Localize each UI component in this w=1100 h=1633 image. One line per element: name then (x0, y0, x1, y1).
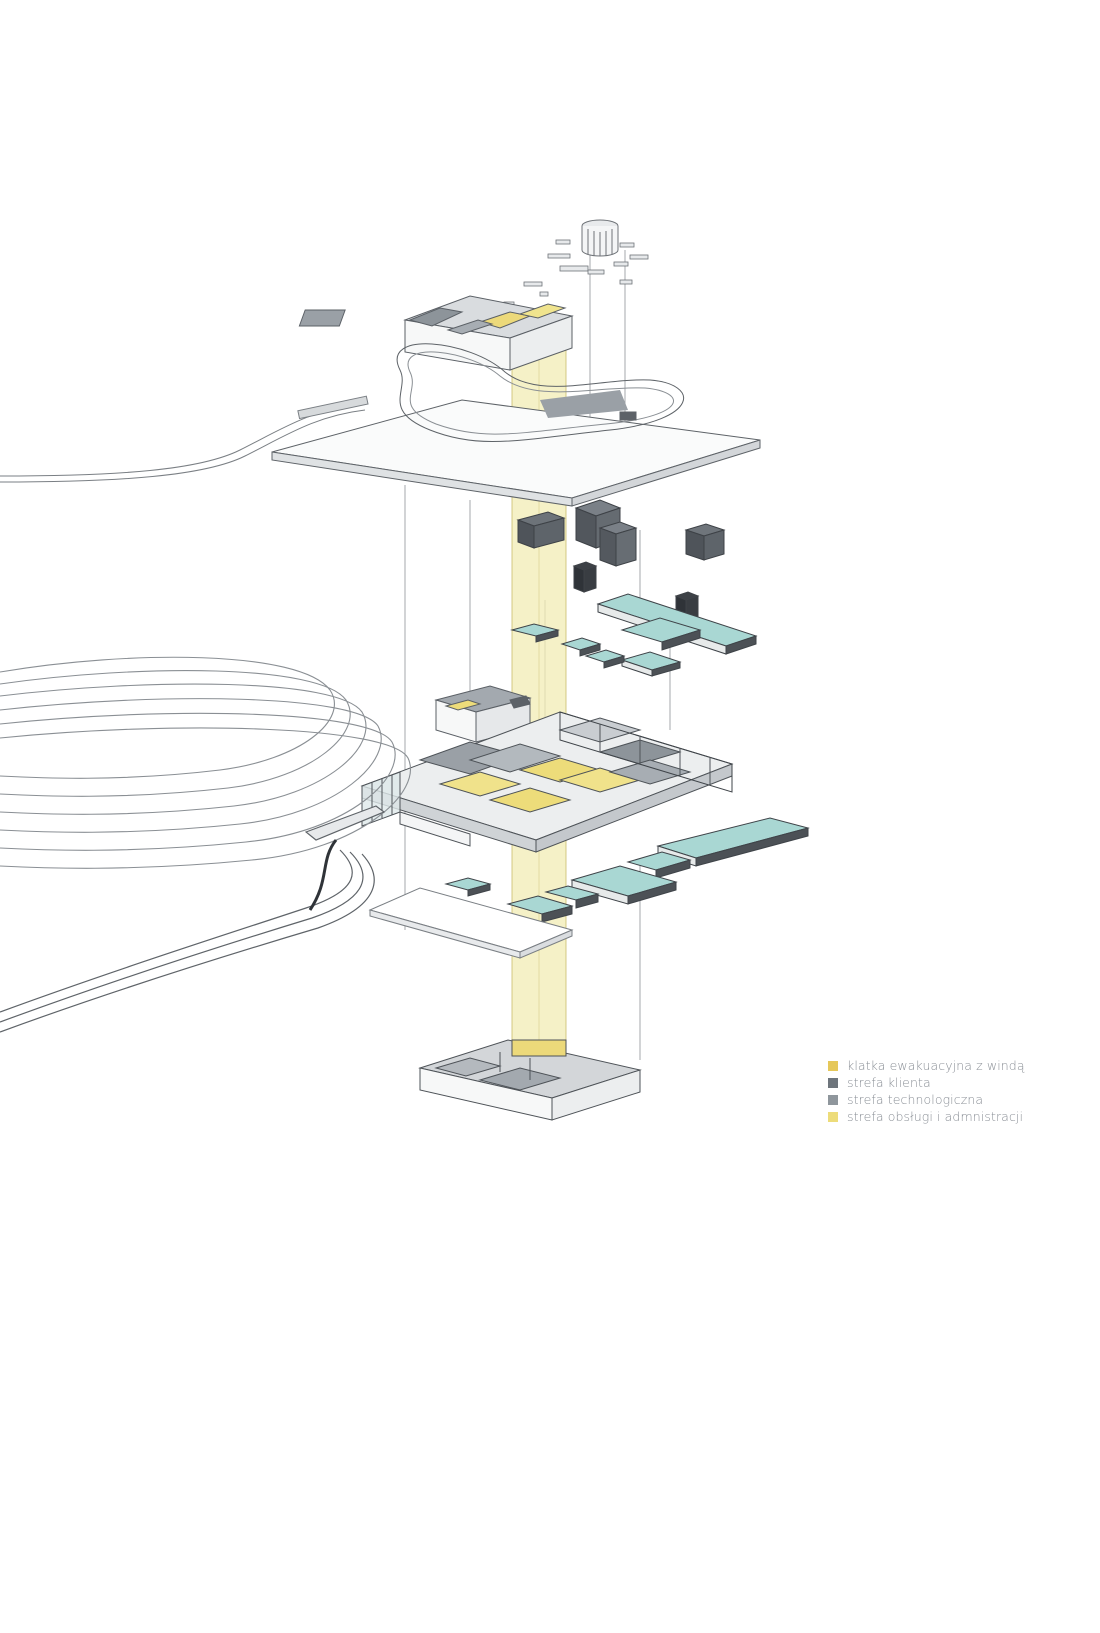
legend-item-technical-zone: strefa technologiczna (828, 1091, 1025, 1108)
legend-label-service-zone: strefa obsługi i admnistracji (847, 1109, 1024, 1124)
legend-label-technical-zone: strefa technologiczna (847, 1092, 984, 1107)
legend-item-service-zone: strefa obsługi i admnistracji (828, 1108, 1025, 1125)
rooftop-fragments (503, 239, 649, 307)
legend-label-stair: klatka ewakuacyjna z windą (847, 1058, 1025, 1073)
ground-floor-block (360, 711, 734, 853)
legend-swatch-service-zone (828, 1111, 838, 1122)
legend-item-stair: klatka ewakuacyjna z windą (828, 1057, 1025, 1074)
legend-swatch-stair (828, 1060, 838, 1071)
legend-label-client-zone: strefa klienta (847, 1075, 931, 1090)
legend-item-client-zone: strefa klienta (828, 1074, 1025, 1091)
rooftop-tower (581, 219, 619, 257)
roof-slab (271, 343, 761, 507)
lower-pools (444, 817, 810, 923)
basement-block (418, 1039, 642, 1121)
landscape-contours (0, 656, 411, 869)
top-floor-block (298, 295, 574, 371)
base-slab (368, 887, 574, 959)
roof-ramp (0, 395, 369, 483)
upper-pools (510, 593, 758, 677)
legend-swatch-technical-zone (828, 1094, 838, 1105)
legend-swatch-client-zone (828, 1077, 838, 1088)
legend: klatka ewakuacyjna z windą strefa klient… (828, 1057, 1025, 1125)
approach-ramp (0, 805, 386, 1033)
